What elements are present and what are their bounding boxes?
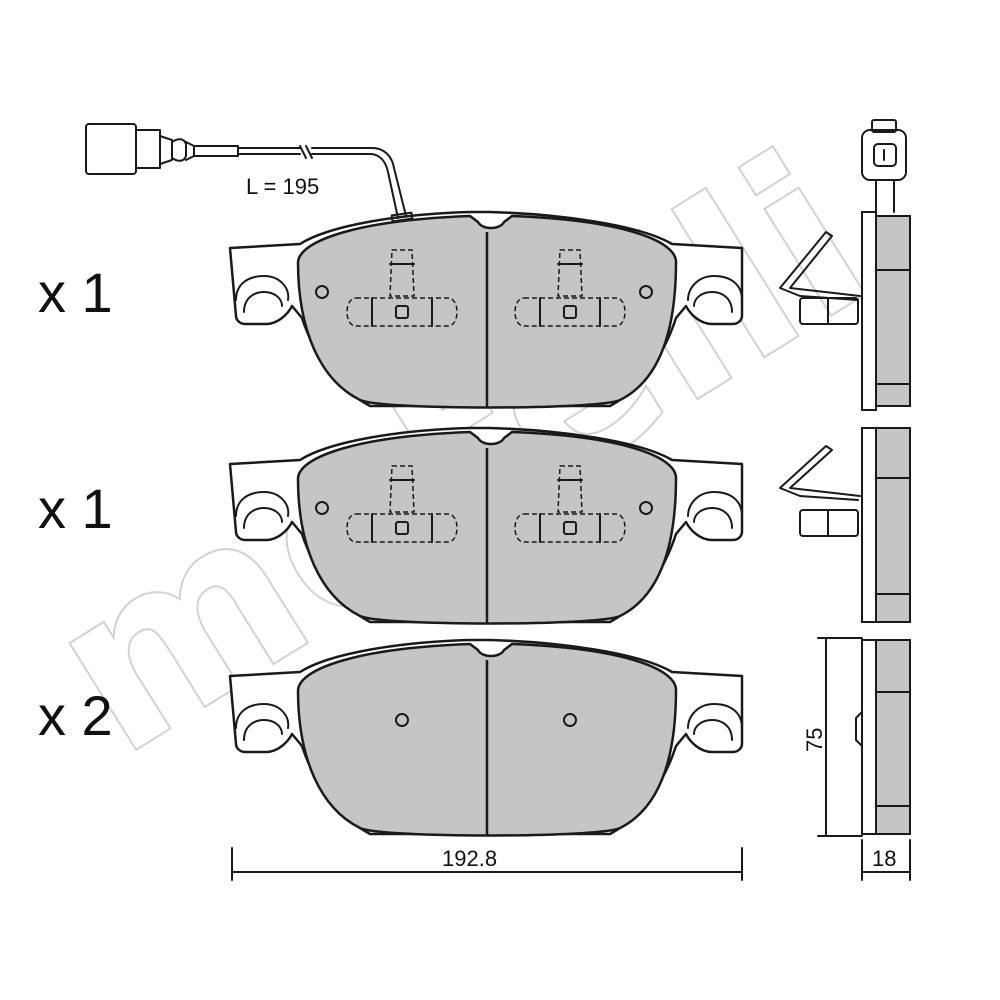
height-label: 75 [802,728,827,752]
brake-pad-bottom [228,638,744,838]
height-dimension: 75 [802,637,863,837]
wear-sensor: L = 195 [85,123,414,223]
pad-hole-right [639,501,653,515]
side-view-bottom [855,639,911,835]
pad-hole-right [563,713,577,727]
pad-hole-left [315,501,329,515]
quantity-label-middle: x 1 [38,477,113,540]
brake-pad-middle [228,426,744,626]
width-label: 192.8 [442,846,497,871]
quantity-label-bottom: x 2 [38,684,113,747]
wire-length-label: L = 195 [246,174,319,199]
width-dimension: 192.8 [231,846,743,881]
pad-hole-left [315,285,329,299]
thickness-dimension: 18 [861,839,911,881]
pad-hole-right [639,285,653,299]
pad-hole-left [395,713,409,727]
quantity-label-top: x 1 [38,261,113,324]
brake-pad-top [228,210,744,410]
side-view-middle [779,427,911,623]
thickness-label: 18 [872,846,896,871]
side-view-top [779,119,911,411]
sensor-connector [85,123,137,175]
